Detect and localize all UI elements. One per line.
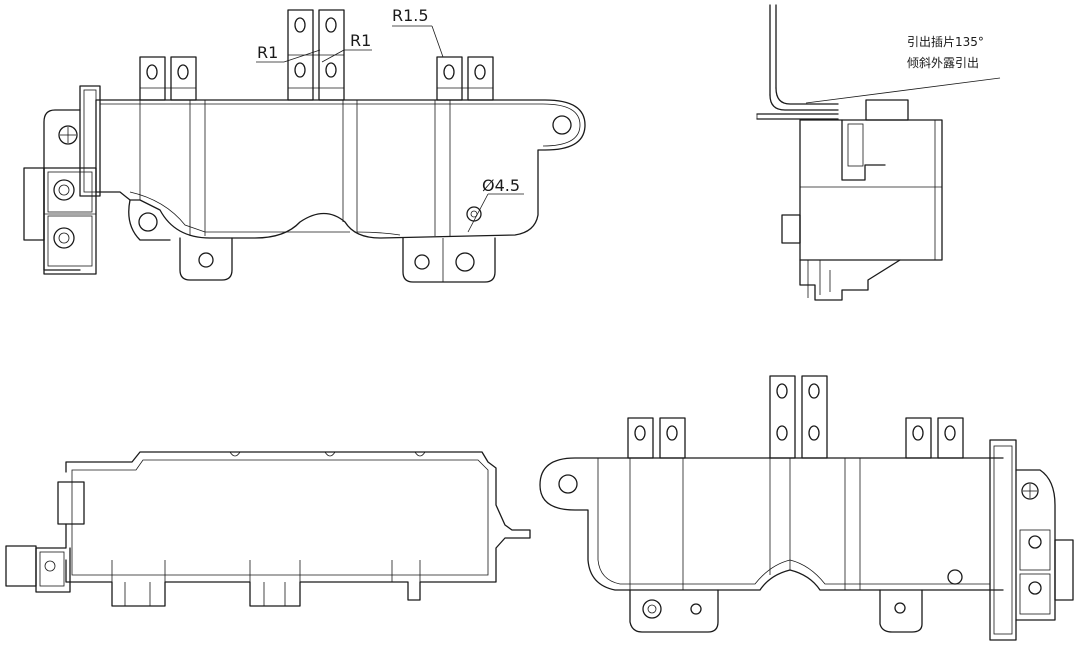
label-r1-5: R1.5	[392, 6, 429, 25]
note-line-1: 引出插片135°	[907, 35, 984, 49]
bottom-view	[539, 375, 1074, 641]
label-r1-right: R1	[350, 31, 371, 50]
label-dia-4-5: Ø4.5	[482, 176, 520, 195]
note-line-2: 倾斜外露引出	[907, 56, 979, 70]
label-r1-left: R1	[257, 43, 278, 62]
connector-block	[23, 85, 101, 275]
terminal-tabs-right	[436, 56, 494, 101]
front-view	[5, 451, 531, 607]
top-view: R1 R1 R1.5 Ø4.5	[23, 6, 586, 283]
terminal-tabs-left	[139, 56, 197, 101]
terminal-tabs-center	[287, 9, 345, 101]
side-view: 引出插片135° 倾斜外露引出	[756, 4, 1001, 301]
